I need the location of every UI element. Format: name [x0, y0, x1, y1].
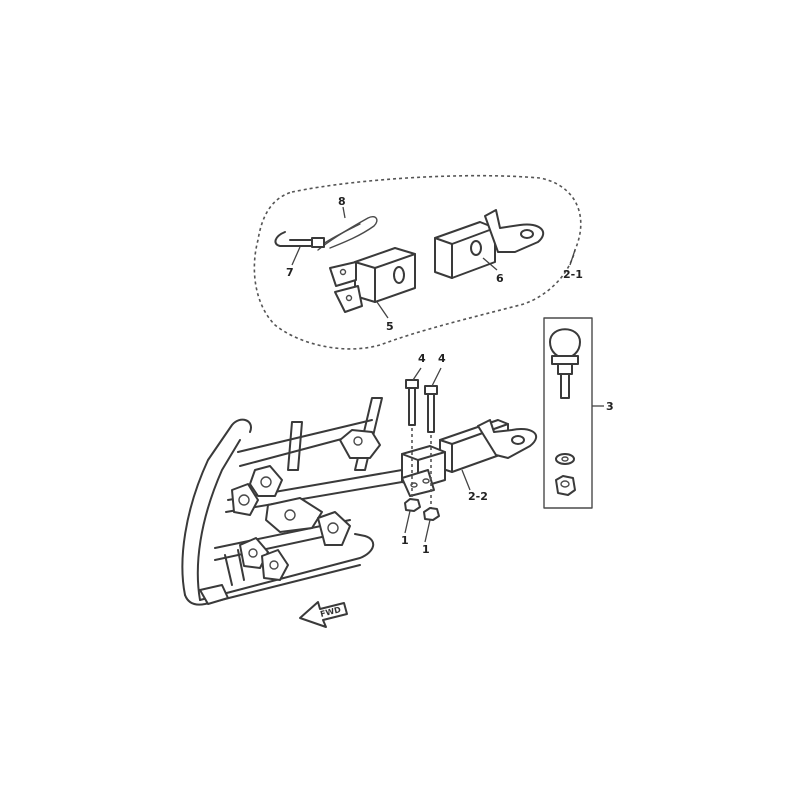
drawbar-part-6 [434, 209, 545, 279]
callout-3: 3 [606, 400, 614, 413]
vehicle-frame [181, 397, 403, 606]
nuts-part-1 [404, 498, 440, 543]
callout-8: 8 [338, 195, 346, 208]
tow-ball [549, 328, 581, 359]
callout-4-left: 4 [418, 352, 426, 365]
drawbar-assembly-2-2 [401, 419, 538, 497]
callout-1-right: 1 [422, 543, 430, 556]
leader-7 [291, 246, 301, 266]
ball-nut [555, 475, 576, 496]
callout-5: 5 [386, 320, 394, 333]
hitch-pin-part-7 [274, 231, 325, 248]
hitch-pin-clip-part-8 [317, 216, 378, 251]
ball-mount-group-3 [543, 317, 604, 509]
leader-5 [376, 301, 389, 319]
leader-8 [342, 206, 346, 219]
callout-1-left: 1 [401, 534, 409, 547]
callout-7: 7 [286, 266, 294, 279]
leader-2-1 [569, 249, 576, 266]
ball-group-box [543, 317, 593, 509]
leader-6 [482, 257, 498, 271]
forward-direction-arrow: FWD [299, 601, 348, 628]
callout-4-right: 4 [438, 352, 446, 365]
kit-2-1-outline [253, 174, 582, 350]
callout-2-1: 2-1 [563, 268, 583, 281]
callout-6: 6 [496, 272, 504, 285]
kit-2-1-group [253, 174, 582, 350]
callout-2-2: 2-2 [468, 490, 488, 503]
bolts-part-4 [405, 367, 442, 512]
lock-washer [555, 453, 575, 465]
receiver-bracket-part-5 [329, 247, 416, 313]
leader-2-2 [461, 469, 471, 491]
